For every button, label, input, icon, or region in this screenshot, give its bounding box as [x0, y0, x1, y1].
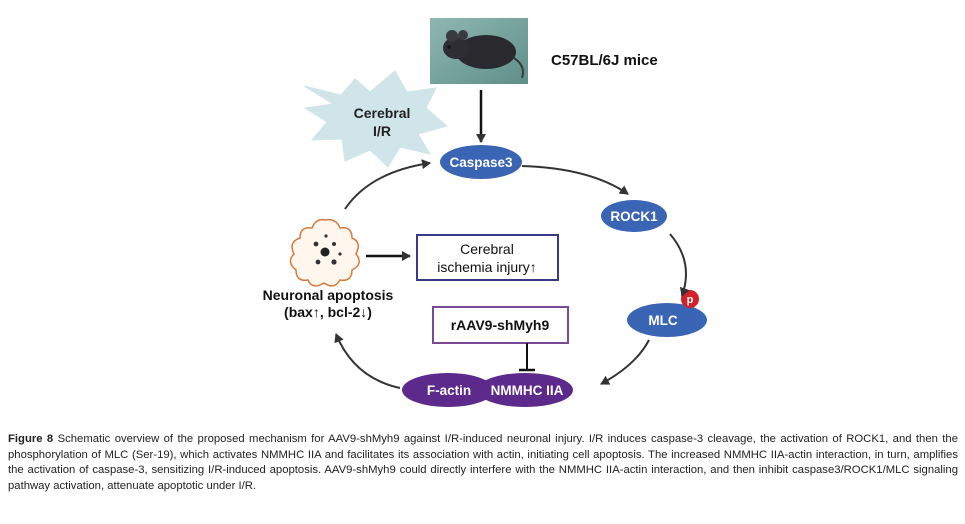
- caption-label: Figure 8: [8, 433, 54, 445]
- factin-label: F-actin: [427, 383, 471, 398]
- arrow-apoptosis-to-caspase: [344, 159, 431, 210]
- node-caspase3: [440, 145, 522, 179]
- mouse-photo: [430, 18, 528, 84]
- node-nmmhc: [477, 373, 573, 407]
- cerebral-ir-label-line2: I/R: [373, 123, 391, 139]
- arrow-factin-to-apoptosis: [334, 333, 401, 389]
- injury-box: [416, 234, 559, 281]
- mice-label: C57BL/6J mice: [551, 52, 658, 69]
- figure-caption: Figure 8 Schematic overview of the propo…: [8, 432, 958, 494]
- node-rock1: [601, 200, 667, 232]
- cerebral-ir-label-line1: Cerebral: [354, 105, 411, 121]
- arrow-caspase-to-rock1: [521, 165, 629, 195]
- raav-label: rAAV9-shMyh9: [451, 317, 550, 333]
- arrow-mlc-to-nmmhc: [600, 339, 650, 385]
- node-factin: [402, 373, 494, 407]
- caption-text: Schematic overview of the proposed mecha…: [8, 433, 958, 492]
- injury-label-line2: ischemia injury↑: [437, 259, 537, 275]
- apoptosis-label-line1: Neuronal apoptosis: [263, 287, 394, 303]
- injury-label-line1: Cerebral: [460, 241, 514, 257]
- mlc-label: MLC: [648, 313, 677, 328]
- nmmhc-label: NMMHC IIA: [491, 383, 564, 398]
- rock1-label: ROCK1: [610, 209, 658, 224]
- apoptotic-cell-icon: [289, 218, 360, 287]
- raav-box: [432, 306, 569, 344]
- apoptosis-label-line2: (bax↑, bcl-2↓): [284, 304, 372, 320]
- caspase3-label: Caspase3: [449, 155, 513, 170]
- mechanism-diagram: C57BL/6J mice Cerebral I/R Caspase3 ROCK…: [263, 18, 707, 407]
- cerebral-ir-burst: [303, 70, 449, 168]
- arrow-rock1-to-mlc: [669, 233, 690, 297]
- node-mlc: [627, 303, 707, 337]
- phospho-label: p: [687, 294, 694, 306]
